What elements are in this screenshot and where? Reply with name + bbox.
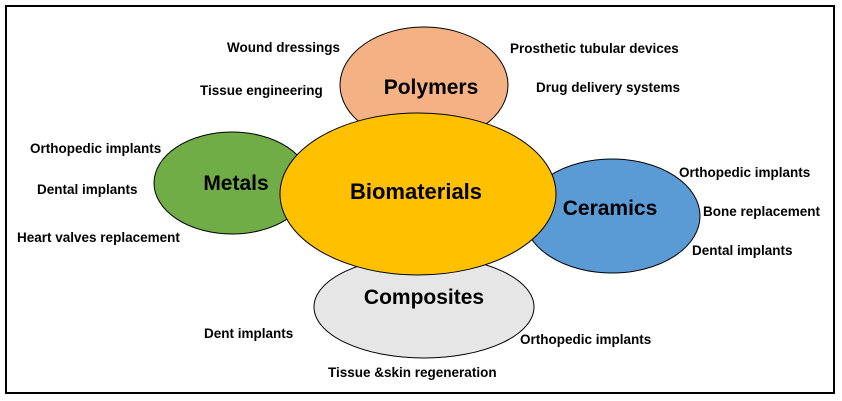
composites-use-dent-implants: Dent implants bbox=[204, 326, 293, 341]
metals-use-orthopedic-implants: Orthopedic implants bbox=[30, 141, 161, 156]
polymers-use-prosthetic-devices: Prosthetic tubular devices bbox=[510, 41, 679, 56]
ceramics-use-bone-replacement: Bone replacement bbox=[703, 204, 821, 219]
composites-use-tissue-skin: Tissue &skin regeneration bbox=[328, 365, 497, 380]
biomaterials-label: Biomaterials bbox=[350, 179, 482, 204]
composites-label: Composites bbox=[364, 286, 484, 309]
polymers-use-drug-delivery: Drug delivery systems bbox=[536, 80, 680, 95]
metals-use-dental-implants: Dental implants bbox=[37, 182, 138, 197]
composites-use-orthopedic-implants: Orthopedic implants bbox=[520, 332, 651, 347]
ceramics-use-dental-implants: Dental implants bbox=[692, 243, 793, 258]
polymers-label: Polymers bbox=[384, 76, 479, 99]
polymers-use-tissue-engineering: Tissue engineering bbox=[200, 83, 323, 98]
metals-use-heart-valves: Heart valves replacement bbox=[17, 230, 180, 245]
biomaterials-ellipse bbox=[279, 112, 557, 276]
metals-label: Metals bbox=[203, 172, 268, 195]
diagram-frame bbox=[5, 5, 835, 394]
polymers-use-wound-dressings: Wound dressings bbox=[227, 40, 340, 55]
ceramics-use-orthopedic-implants: Orthopedic implants bbox=[679, 165, 810, 180]
ceramics-label: Ceramics bbox=[563, 197, 658, 220]
